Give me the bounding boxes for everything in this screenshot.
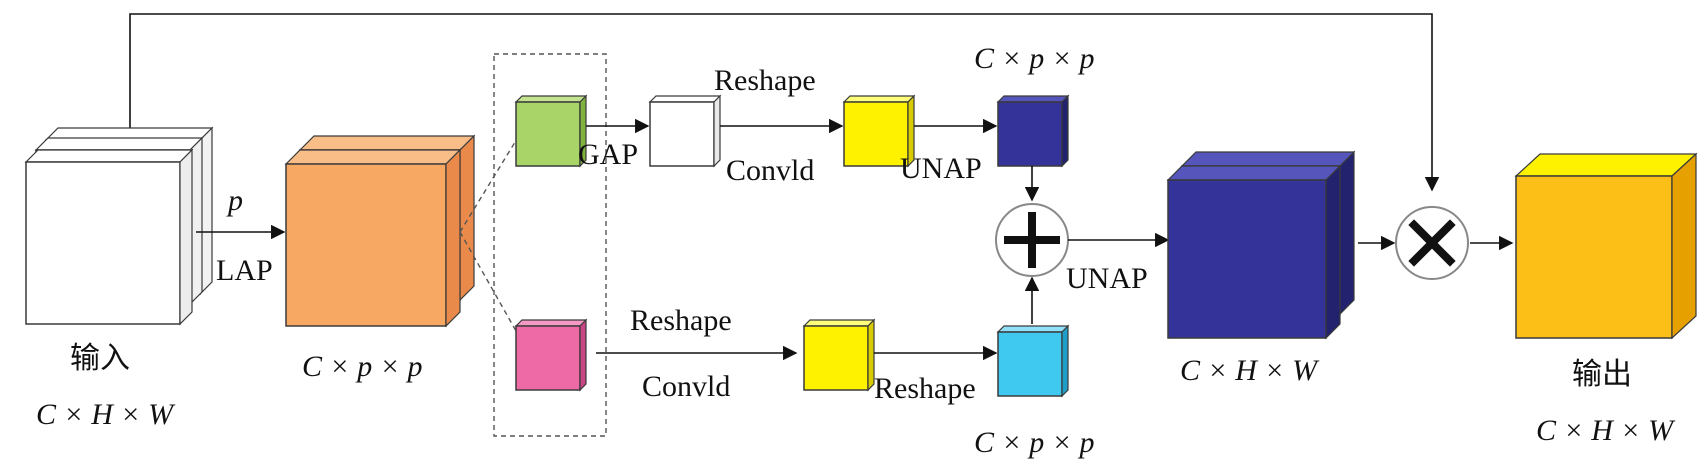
reshape-bottom-label-2: Reshape <box>874 372 976 405</box>
add-operator-icon <box>995 203 1069 277</box>
navy-feature-block <box>1166 150 1356 340</box>
yellow-cube-top <box>842 94 916 168</box>
white-cube <box>648 94 722 168</box>
pooled-feature-block <box>284 134 476 328</box>
output-feature-block <box>1514 152 1698 340</box>
output-label: 输出 <box>1572 358 1632 391</box>
reshape-bottom-label-1: Reshape <box>630 304 732 337</box>
p-label: p <box>226 184 243 217</box>
multiply-operator-icon <box>1395 206 1469 280</box>
bottom-dims: C × p × p <box>974 426 1095 459</box>
navy-cube-top <box>996 94 1070 168</box>
skip-connection-line <box>129 13 1440 192</box>
unap-top-label: UNAP <box>900 152 982 185</box>
gap-label: GAP <box>578 138 638 171</box>
green-cube <box>514 94 588 168</box>
split-guide-top <box>459 133 521 233</box>
input-feature-block <box>24 126 214 326</box>
cyan-cube <box>996 324 1070 398</box>
pooled-dims: C × p × p <box>302 350 423 383</box>
reshape-top-label: Reshape <box>714 64 816 97</box>
yellow-cube-bottom <box>802 318 876 392</box>
split-selection-box <box>493 53 607 437</box>
top-dims: C × p × p <box>974 42 1095 75</box>
unap-mid-label: UNAP <box>1066 262 1148 295</box>
output-dims: C × H × W <box>1536 414 1676 447</box>
input-dims: C × H × W <box>36 398 176 431</box>
mid-dims: C × H × W <box>1180 354 1320 387</box>
pink-cube <box>514 318 588 392</box>
conv-top-label: Convld <box>726 154 814 187</box>
conv-bottom-label: Convld <box>642 370 730 403</box>
input-label: 输入 <box>70 342 130 375</box>
lap-label: LAP <box>216 254 273 287</box>
split-guide-bottom <box>459 231 521 339</box>
